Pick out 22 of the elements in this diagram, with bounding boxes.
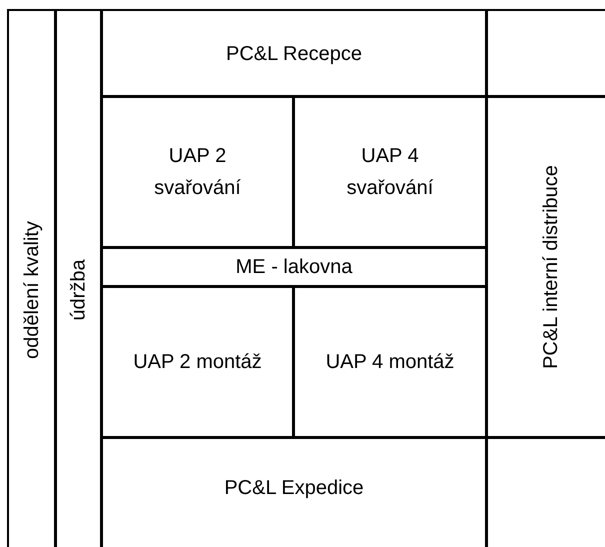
area-box xyxy=(54,9,103,547)
area-box xyxy=(485,95,605,439)
area-label: UAP 2 svařování xyxy=(153,144,242,201)
vertical-label: PC&L interní distribuce xyxy=(539,165,563,369)
area-label: UAP 4 svařování xyxy=(346,144,434,201)
area-box xyxy=(100,95,295,249)
vertical-label: oddělení kvality xyxy=(20,221,44,359)
area-box xyxy=(7,9,57,547)
area-label: ME - lakovna xyxy=(236,255,352,280)
area-box xyxy=(100,246,488,288)
area-label: UAP 2 montáž xyxy=(133,350,262,375)
area-label: PC&L Recepce xyxy=(226,42,362,66)
empty-cell xyxy=(485,436,605,547)
area-box xyxy=(292,95,488,249)
vertical-label: údržba xyxy=(66,259,90,321)
area-box xyxy=(100,436,488,547)
area-label: UAP 4 montáž xyxy=(326,350,454,375)
area-label: PC&L Expedice xyxy=(224,476,364,501)
area-box xyxy=(100,9,488,98)
area-box xyxy=(100,285,295,439)
area-box xyxy=(292,285,488,439)
empty-cell xyxy=(485,9,605,98)
